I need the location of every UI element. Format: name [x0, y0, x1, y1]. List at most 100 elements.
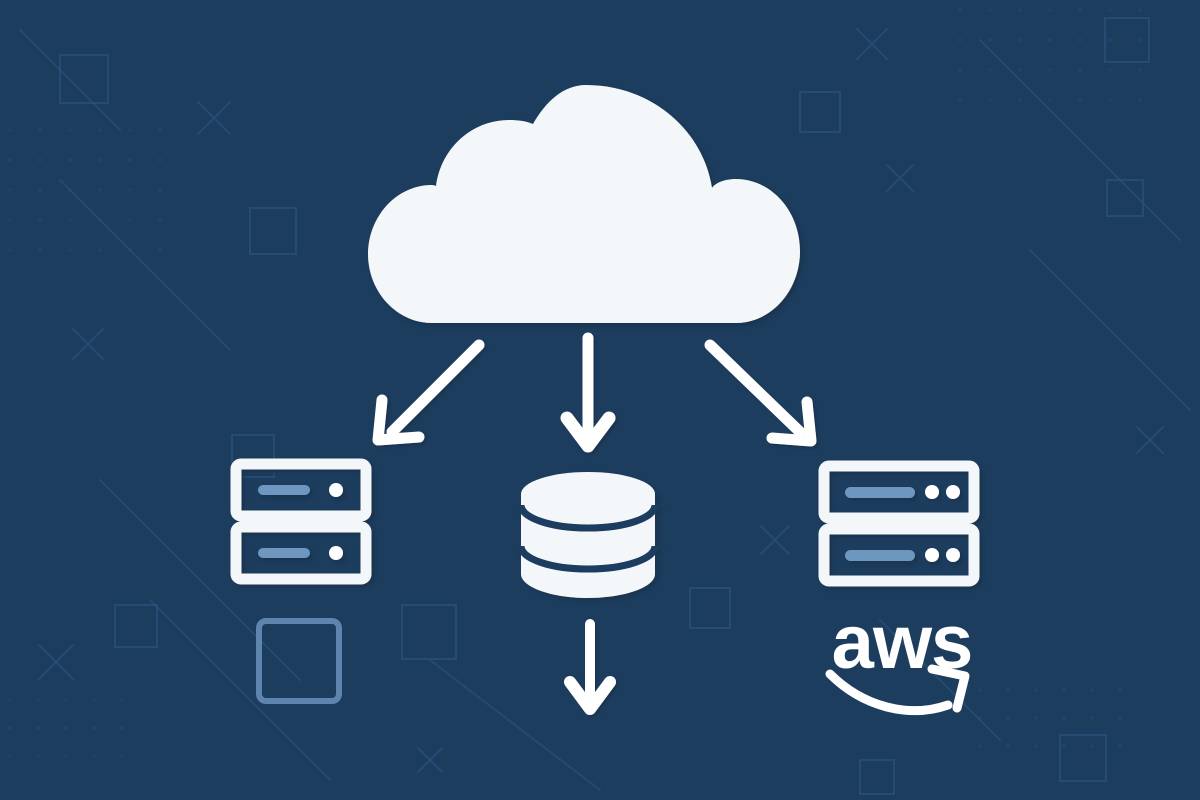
background-dot-3-2-4: [1090, 744, 1094, 748]
background-dot-1-1-2: [1018, 38, 1022, 42]
background-dot-0-3-1: [38, 218, 42, 222]
background-dot-0-3-0: [8, 218, 12, 222]
background-dot-2-2-4: [120, 754, 124, 758]
background-dot-1-2-4: [1078, 68, 1082, 72]
server-bay-upper-led-1: [925, 485, 939, 499]
background-cross-4: [760, 525, 790, 555]
background-dot-2-1-1: [36, 726, 40, 730]
background-square-3: [799, 91, 841, 133]
server-bay-upper-led-2: [946, 485, 960, 499]
background-diagonal-lines: [19, 29, 1191, 791]
server-bay-upper-led: [329, 483, 343, 497]
background-square-7: [401, 604, 457, 660]
cloud-icon: [368, 85, 800, 323]
background-dot-1-0-2: [1018, 8, 1022, 12]
background-dot-3-2-5: [1118, 744, 1122, 748]
background-dot-2-0-2: [64, 698, 68, 702]
server-bay-lower: [230, 521, 372, 585]
background-dot-0-2-2: [68, 188, 72, 192]
aws-logo[interactable]: aws: [825, 600, 973, 716]
background-dot-0-2-0: [8, 188, 12, 192]
background-diagonal-0: [19, 29, 121, 131]
background-dot-3-0-4: [1090, 688, 1094, 692]
background-dot-0-4-5: [158, 248, 162, 252]
background-dot-1-0-4: [1078, 8, 1082, 12]
background-dot-1-1-1: [988, 38, 992, 42]
background-dot-1-3-5: [1108, 98, 1112, 102]
background-square-6: [114, 604, 158, 648]
arrow-database-output: [564, 619, 616, 715]
background-dot-3-2-3: [1062, 744, 1066, 748]
background-dot-2-2-1: [36, 754, 40, 758]
background-cross-5: [38, 644, 74, 680]
background-square-2: [231, 434, 275, 478]
server-bay-lower: [818, 523, 980, 587]
background-dot-2-1-0: [8, 726, 12, 730]
background-dot-0-1-0: [8, 158, 12, 162]
background-dot-2-0-4: [120, 698, 124, 702]
background-square-8: [689, 587, 731, 629]
database-band-upper: [517, 504, 659, 532]
background-dot-2-1-2: [64, 726, 68, 730]
background-diagonal-2: [99, 479, 301, 681]
background-dot-1-0-3: [1048, 8, 1052, 12]
arrow-shaft: [386, 339, 485, 438]
background-dot-0-4-0: [8, 248, 12, 252]
background-dot-3-1-2: [1034, 716, 1038, 720]
background-dot-0-2-3: [98, 188, 102, 192]
background-dot-1-2-2: [1018, 68, 1022, 72]
background-square-10: [859, 759, 895, 795]
database-icon[interactable]: [517, 472, 659, 598]
background-dot-1-0-6: [1138, 8, 1142, 12]
background-cross-3: [886, 164, 914, 192]
arrow-cloud-to-right-server: [704, 339, 817, 447]
server-bay-upper: [230, 458, 372, 522]
background-diagonal-1: [59, 179, 231, 351]
background-dot-3-2-0: [978, 744, 982, 748]
background-dot-0-4-4: [128, 248, 132, 252]
background-dot-3-0-0: [978, 688, 982, 692]
background-dot-1-3-0: [958, 98, 962, 102]
background-square-9: [1059, 734, 1107, 782]
background-diagonal-6: [429, 659, 601, 791]
background-dot-0-1-5: [158, 158, 162, 162]
placeholder-square: [256, 618, 342, 704]
background-dot-0-4-2: [68, 248, 72, 252]
background-dot-2-0-3: [92, 698, 96, 702]
background-diagonal-7: [879, 619, 1001, 741]
background-cross-2: [856, 28, 888, 60]
aws-smile-curve: [825, 669, 953, 716]
background-squares: [59, 17, 1150, 795]
background-dot-2-0-1: [36, 698, 40, 702]
background-cross-6: [1136, 426, 1164, 454]
background-crosses: [38, 28, 1164, 773]
background-dot-3-1-4: [1090, 716, 1094, 720]
background-diagonal-5: [1029, 249, 1191, 411]
arrow-head: [564, 676, 616, 715]
background-dot-0-0-2: [68, 128, 72, 132]
arrow-shaft: [704, 339, 806, 438]
background-dot-0-0-3: [98, 128, 102, 132]
background-diagonal-3: [149, 599, 331, 781]
database-band-lower: [517, 545, 659, 573]
cloud-shape: [368, 85, 800, 323]
background-dot-0-0-4: [128, 128, 132, 132]
background-dot-1-3-1: [988, 98, 992, 102]
server-rack-left[interactable]: [230, 458, 372, 585]
background-dot-0-1-2: [68, 158, 72, 162]
background-dot-3-0-2: [1034, 688, 1038, 692]
background-square-5: [1106, 179, 1144, 217]
background-dot-0-4-3: [98, 248, 102, 252]
background-dot-2-0-0: [8, 698, 12, 702]
background-dot-3-0-1: [1006, 688, 1010, 692]
server-rack-right[interactable]: [818, 460, 980, 587]
background-dot-0-1-1: [38, 158, 42, 162]
background-dot-0-2-1: [38, 188, 42, 192]
background-dot-3-2-1: [1006, 744, 1010, 748]
background-dot-0-1-3: [98, 158, 102, 162]
background-dot-1-2-3: [1048, 68, 1052, 72]
background-dot-3-2-2: [1034, 744, 1038, 748]
database-top: [521, 472, 655, 516]
background-dot-0-2-5: [158, 188, 162, 192]
